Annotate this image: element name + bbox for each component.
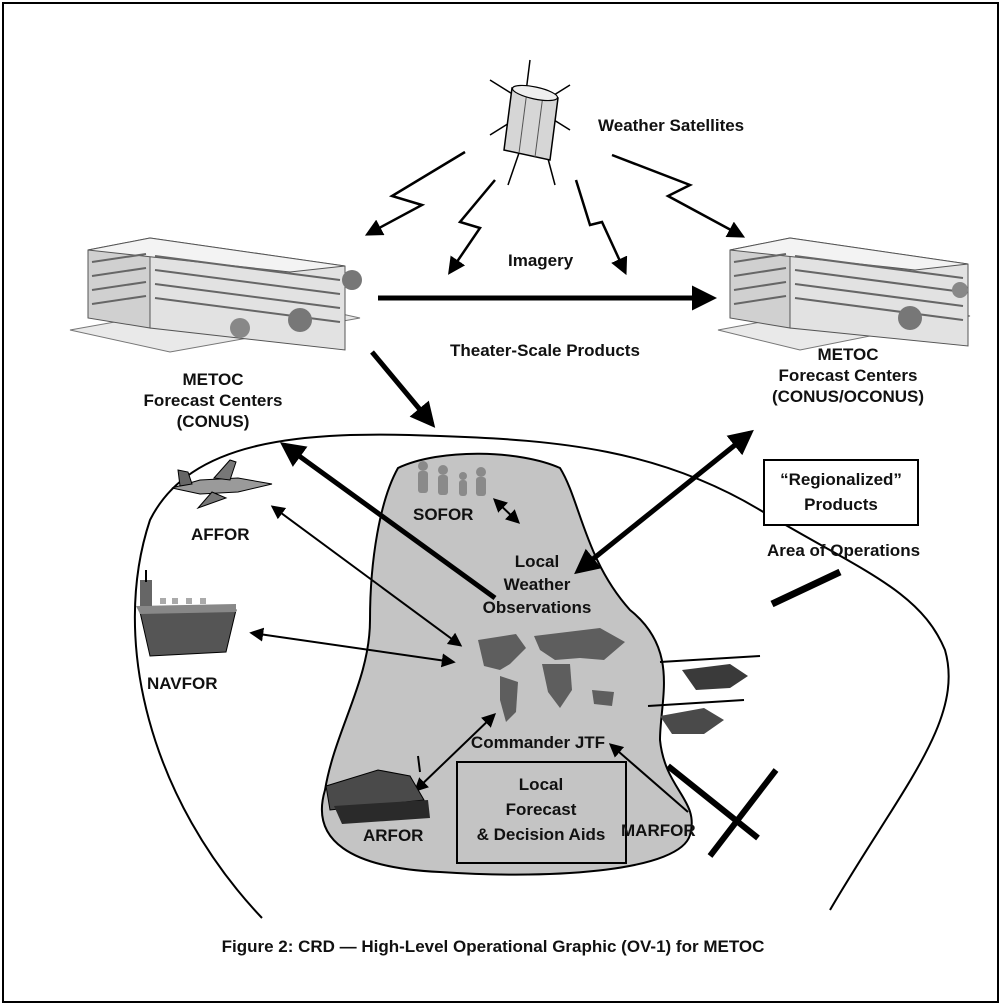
imagery-label: Imagery	[508, 251, 574, 270]
ship-icon	[136, 570, 237, 657]
area-of-operations-pointer	[770, 568, 842, 608]
navfor-link	[249, 627, 456, 668]
aircraft-cross-icon	[666, 763, 779, 858]
sofor-icon	[418, 461, 486, 496]
satellite-label: Weather Satellites	[598, 116, 744, 135]
building-icon-conus	[69, 237, 362, 353]
arfor-link	[413, 713, 497, 792]
tank-icon	[325, 755, 430, 824]
sofor-label: SOFOR	[413, 505, 473, 524]
jet-icon	[171, 459, 273, 510]
regionalized-line1: “Regionalized”	[780, 470, 902, 489]
affor-link	[270, 505, 463, 647]
marfor-link	[608, 743, 689, 813]
oconus-center-line3: (CONUS/OCONUS)	[772, 387, 924, 406]
imagery-link-center-right	[574, 179, 628, 276]
area-of-operations-label: Area of Operations	[767, 541, 920, 560]
conus-center-line2: Forecast Centers	[144, 391, 283, 410]
conus-to-aoo-arrow	[370, 350, 436, 428]
regionalized-line2: Products	[804, 495, 878, 514]
oconus-center-line2: Forecast Centers	[779, 366, 918, 385]
world-map-icon	[478, 628, 625, 722]
observations-line3: Observations	[483, 598, 592, 617]
imagery-link-left	[364, 150, 466, 236]
affor-label: AFFOR	[191, 525, 250, 544]
local-forecast-box	[456, 761, 627, 864]
satellite-icon	[489, 59, 571, 186]
forecast-line1: Local	[519, 775, 563, 794]
imagery-link-center-left	[448, 179, 496, 275]
sofor-link	[492, 498, 521, 524]
imagery-link-right	[611, 153, 746, 238]
figure-caption: Figure 2: CRD — High-Level Operational G…	[222, 937, 765, 956]
helicopter-icon	[647, 655, 761, 734]
forecast-line3: & Decision Aids	[477, 825, 606, 844]
forecast-line2: Forecast	[506, 800, 577, 819]
theater-products-label: Theater-Scale Products	[450, 341, 640, 360]
arfor-label: ARFOR	[363, 826, 423, 845]
regional-exchange-arrow	[574, 429, 754, 575]
marfor-label: MARFOR	[621, 821, 696, 840]
area-of-operations-outline	[133, 433, 950, 919]
conus-center-line3: (CONUS)	[177, 412, 250, 431]
observations-line2: Weather	[504, 575, 571, 594]
building-icon-oconus	[717, 237, 971, 351]
navfor-label: NAVFOR	[147, 674, 218, 693]
oconus-center-line1: METOC	[817, 345, 878, 364]
observations-line1: Local	[515, 552, 559, 571]
conus-center-line1: METOC	[182, 370, 243, 389]
regionalized-products-box	[763, 459, 919, 526]
commander-label: Commander JTF	[471, 733, 605, 752]
